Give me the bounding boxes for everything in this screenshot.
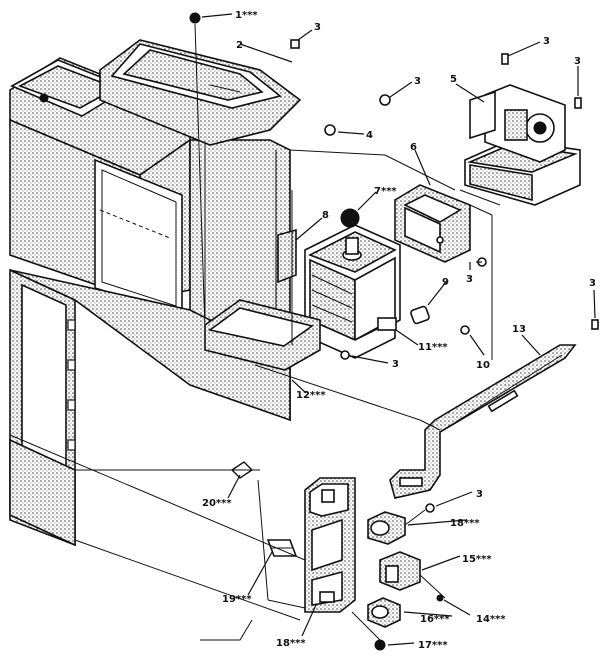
label-8: 8 bbox=[322, 210, 329, 221]
mounting-bracket-8 bbox=[277, 228, 297, 284]
label-12: 12*** bbox=[296, 390, 326, 401]
leader-lines bbox=[201, 13, 596, 646]
label-16: 16*** bbox=[420, 614, 450, 625]
label-9: 9 bbox=[442, 277, 449, 288]
label-1: 1*** bbox=[235, 10, 258, 21]
label-4: 4 bbox=[366, 130, 373, 141]
assembly-lines bbox=[9, 23, 501, 641]
switch-16 bbox=[367, 597, 401, 628]
label-3-top: 3 bbox=[314, 22, 321, 33]
label-3-magnetron: 3 bbox=[392, 359, 399, 370]
label-19: 19*** bbox=[222, 594, 252, 605]
label-10: 10 bbox=[476, 360, 490, 371]
air-duct-6 bbox=[394, 184, 471, 263]
actuator-19 bbox=[266, 539, 298, 557]
label-5: 5 bbox=[450, 74, 457, 85]
blower-motor-5 bbox=[464, 84, 581, 206]
label-3-motor-left: 3 bbox=[543, 36, 550, 47]
label-17: 17*** bbox=[418, 640, 448, 651]
oven-cavity bbox=[9, 57, 291, 547]
label-13: 13 bbox=[512, 324, 526, 335]
latch-bar-13 bbox=[389, 344, 577, 499]
label-18-upper: 18*** bbox=[450, 518, 480, 529]
label-6: 6 bbox=[410, 142, 417, 153]
label-7: 7*** bbox=[374, 186, 397, 197]
label-3-right: 3 bbox=[589, 278, 596, 289]
switch-15 bbox=[379, 551, 421, 591]
label-3-duct: 3 bbox=[466, 274, 473, 285]
magnetron bbox=[304, 208, 401, 359]
label-15: 15*** bbox=[462, 554, 492, 565]
label-18-lower: 18*** bbox=[276, 638, 306, 649]
label-20: 20*** bbox=[202, 498, 232, 509]
label-3-latch: 3 bbox=[476, 489, 483, 500]
label-3-motor-right: 3 bbox=[574, 56, 581, 67]
waveguide-cover bbox=[99, 39, 302, 146]
label-3-upper-mid: 3 bbox=[414, 76, 421, 87]
thermal-cutout-9 bbox=[410, 305, 430, 325]
label-11: 11*** bbox=[418, 342, 448, 353]
part-labels: 1*** 2 3 3 4 3 3 5 6 7*** 8 9 3 10 11***… bbox=[202, 10, 596, 651]
switch-18-upper bbox=[367, 511, 406, 545]
bracket-12 bbox=[204, 299, 321, 371]
label-2: 2 bbox=[236, 40, 243, 51]
interlock-bracket bbox=[304, 477, 356, 613]
label-14: 14*** bbox=[476, 614, 506, 625]
